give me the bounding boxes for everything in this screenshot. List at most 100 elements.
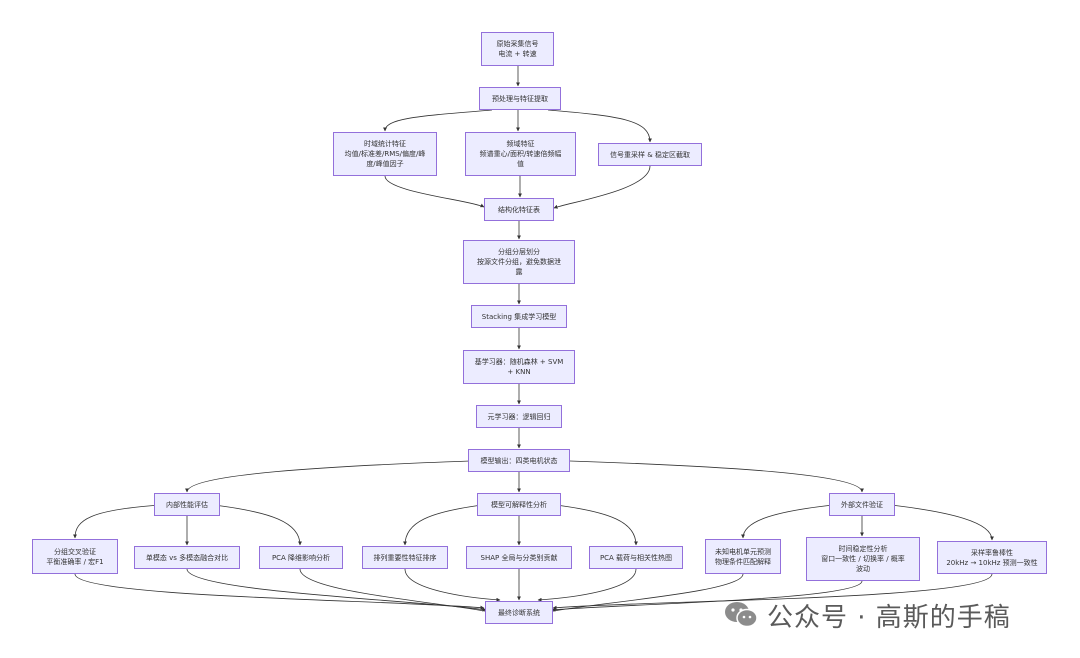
node-preprocess: 预处理与特征提取 — [479, 87, 561, 110]
node-meta-learner: 元学习器：逻辑回归 — [476, 405, 562, 428]
node-label-line: 露 — [515, 268, 523, 276]
node-label-line: 最终诊断系统 — [498, 608, 540, 617]
node-label-line: 波动 — [856, 565, 870, 573]
node-base-learners: 基学习器：随机森林 + SVM + KNN — [463, 350, 575, 384]
node-label-line: 按源文件分组，避免数据泄 — [477, 258, 561, 266]
node-label: 单模态 vs 多模态融合对比 — [146, 553, 228, 563]
node-label-line: 频谱重心/面积/转速倍频幅 — [479, 150, 562, 158]
edge-arrow — [73, 504, 161, 539]
node-stacking: Stacking 集成学习模型 — [471, 305, 567, 328]
node-freq-features: 频域特征频谱重心/面积/转速倍频幅值 — [465, 132, 576, 176]
node-label-line: 时域统计特征 — [364, 140, 406, 148]
node-interpretability: 模型可解释性分析 — [477, 493, 561, 516]
node-label: 预处理与特征提取 — [492, 94, 548, 104]
edge-arrow — [384, 175, 485, 208]
node-label-line: SHAP 全局与分类别贡献 — [480, 553, 558, 562]
node-label-line: 外部文件验证 — [841, 500, 883, 509]
node-label: 时间稳定性分析窗口一致性 / 切换率 / 概率波动 — [821, 544, 905, 574]
node-label-line: 度/峰值因子 — [366, 160, 404, 168]
edge-arrow — [890, 504, 994, 541]
node-pca-heatmap: PCA 载荷与相关性热图 — [589, 546, 683, 569]
node-label: 模型输出：四类电机状态 — [481, 456, 558, 466]
node-label-line: 物理条件匹配解释 — [715, 557, 771, 566]
node-label-line: 频域特征 — [506, 140, 535, 148]
node-label-line: + KNN — [507, 368, 531, 376]
node-label-line: 信号重采样 & 稳定区截取 — [610, 150, 690, 159]
node-final-system: 最终诊断系统 — [485, 601, 553, 624]
edge-arrow — [552, 573, 993, 610]
watermark: 公众号 · 高斯的手稿 — [723, 598, 1053, 633]
node-feature-table: 结构化特征表 — [484, 198, 554, 221]
node-label: PCA 载荷与相关性热图 — [600, 553, 672, 563]
node-label-line: 单模态 vs 多模态融合对比 — [145, 553, 229, 562]
node-label-line: 电流 + 转速 — [498, 50, 537, 58]
edge-arrow — [555, 504, 638, 546]
edge-arrow — [213, 504, 302, 546]
node-label-line: 基学习器：随机森林 + SVM — [474, 358, 564, 366]
node-label-line: PCA 载荷与相关性热图 — [599, 553, 673, 562]
node-label: 时域统计特征均值/标准差/RMS/偏度/峰度/峰值因子 — [345, 139, 426, 169]
node-label: 未知电机单元预测物理条件匹配解释 — [715, 547, 771, 567]
node-label: 基学习器：随机森林 + SVM + KNN — [475, 357, 564, 377]
node-label: 元学习器：逻辑回归 — [488, 412, 551, 422]
node-group-cv: 分组交叉验证平衡准确率 / 宏F1 — [32, 539, 118, 574]
node-label-line: 时间稳定性分析 — [838, 545, 888, 553]
edge-arrow — [553, 165, 651, 209]
edge-arrow — [404, 568, 501, 602]
edge-arrow — [186, 568, 487, 612]
node-label-line: 原始采集信号 — [496, 40, 539, 48]
node-label: 结构化特征表 — [498, 205, 540, 215]
node-label-line: 模型可解释性分析 — [491, 500, 547, 509]
node-shap: SHAP 全局与分类别贡献 — [466, 546, 572, 569]
node-label-line: 内部性能评估 — [166, 500, 208, 509]
node-label-line: 分组交叉验证 — [53, 547, 96, 556]
edge-arrow — [403, 504, 483, 546]
edge-arrow — [569, 460, 864, 493]
node-unknown-motor: 未知电机单元预测物理条件匹配解释 — [705, 539, 781, 574]
node-label: 外部文件验证 — [841, 500, 883, 510]
node-label: 频域特征频谱重心/面积/转速倍频幅值 — [480, 139, 562, 169]
node-label: PCA 降维影响分析 — [272, 553, 330, 563]
node-label-line: 窗口一致性 / 切换率 / 概率 — [821, 555, 905, 563]
node-label-line: 值 — [517, 160, 524, 168]
node-label-line: 结构化特征表 — [498, 205, 540, 214]
edge-arrow — [383, 109, 493, 132]
node-label: 分组交叉验证平衡准确率 / 宏F1 — [46, 547, 103, 567]
node-label-line: PCA 降维影响分析 — [271, 553, 331, 562]
node-label-line: 预处理与特征提取 — [492, 94, 548, 103]
node-label-line: 均值/标准差/RMS/偏度/峰 — [344, 150, 426, 158]
node-resample: 信号重采样 & 稳定区截取 — [598, 143, 702, 166]
edge-arrow — [741, 504, 834, 539]
node-internal-eval: 内部性能评估 — [154, 493, 220, 516]
node-label-line: 20kHz → 10kHz 预测一致性 — [946, 558, 1038, 567]
node-raw-signal: 原始采集信号电流 + 转速 — [481, 32, 554, 66]
node-label: SHAP 全局与分类别贡献 — [481, 553, 558, 563]
node-split: 分组分层划分按源文件分组，避免数据泄露 — [463, 240, 575, 284]
node-modal-compare: 单模态 vs 多模态融合对比 — [134, 546, 240, 569]
node-label-line: Stacking 集成学习模型 — [481, 312, 557, 321]
node-label: 内部性能评估 — [166, 500, 208, 510]
node-permutation: 排列重要性特征排序 — [362, 546, 448, 569]
node-pca-impact: PCA 降维影响分析 — [259, 546, 343, 569]
edge-arrow — [537, 568, 637, 602]
node-label-line: 分组分层划分 — [498, 248, 540, 256]
node-label-line: 排列重要性特征排序 — [373, 553, 437, 562]
node-label: 模型可解释性分析 — [491, 500, 547, 510]
node-label: 原始采集信号电流 + 转速 — [497, 39, 539, 59]
node-label-line: 元学习器：逻辑回归 — [487, 412, 551, 421]
node-label: 信号重采样 & 稳定区截取 — [610, 150, 690, 160]
edge-arrow — [185, 460, 471, 493]
node-label-line: 平衡准确率 / 宏F1 — [46, 557, 104, 566]
node-label: 最终诊断系统 — [498, 608, 540, 618]
node-model-output: 模型输出：四类电机状态 — [468, 449, 570, 472]
node-label: 分组分层划分按源文件分组，避免数据泄露 — [477, 247, 561, 277]
node-label: Stacking 集成学习模型 — [482, 312, 556, 322]
node-label-line: 模型输出：四类电机状态 — [480, 456, 558, 465]
node-label-line: 未知电机单元预测 — [715, 547, 771, 556]
watermark-text: 公众号 · 高斯的手稿 — [767, 602, 1011, 633]
edge-arrow — [299, 568, 491, 614]
node-time-features: 时域统计特征均值/标准差/RMS/偏度/峰度/峰值因子 — [333, 132, 437, 176]
